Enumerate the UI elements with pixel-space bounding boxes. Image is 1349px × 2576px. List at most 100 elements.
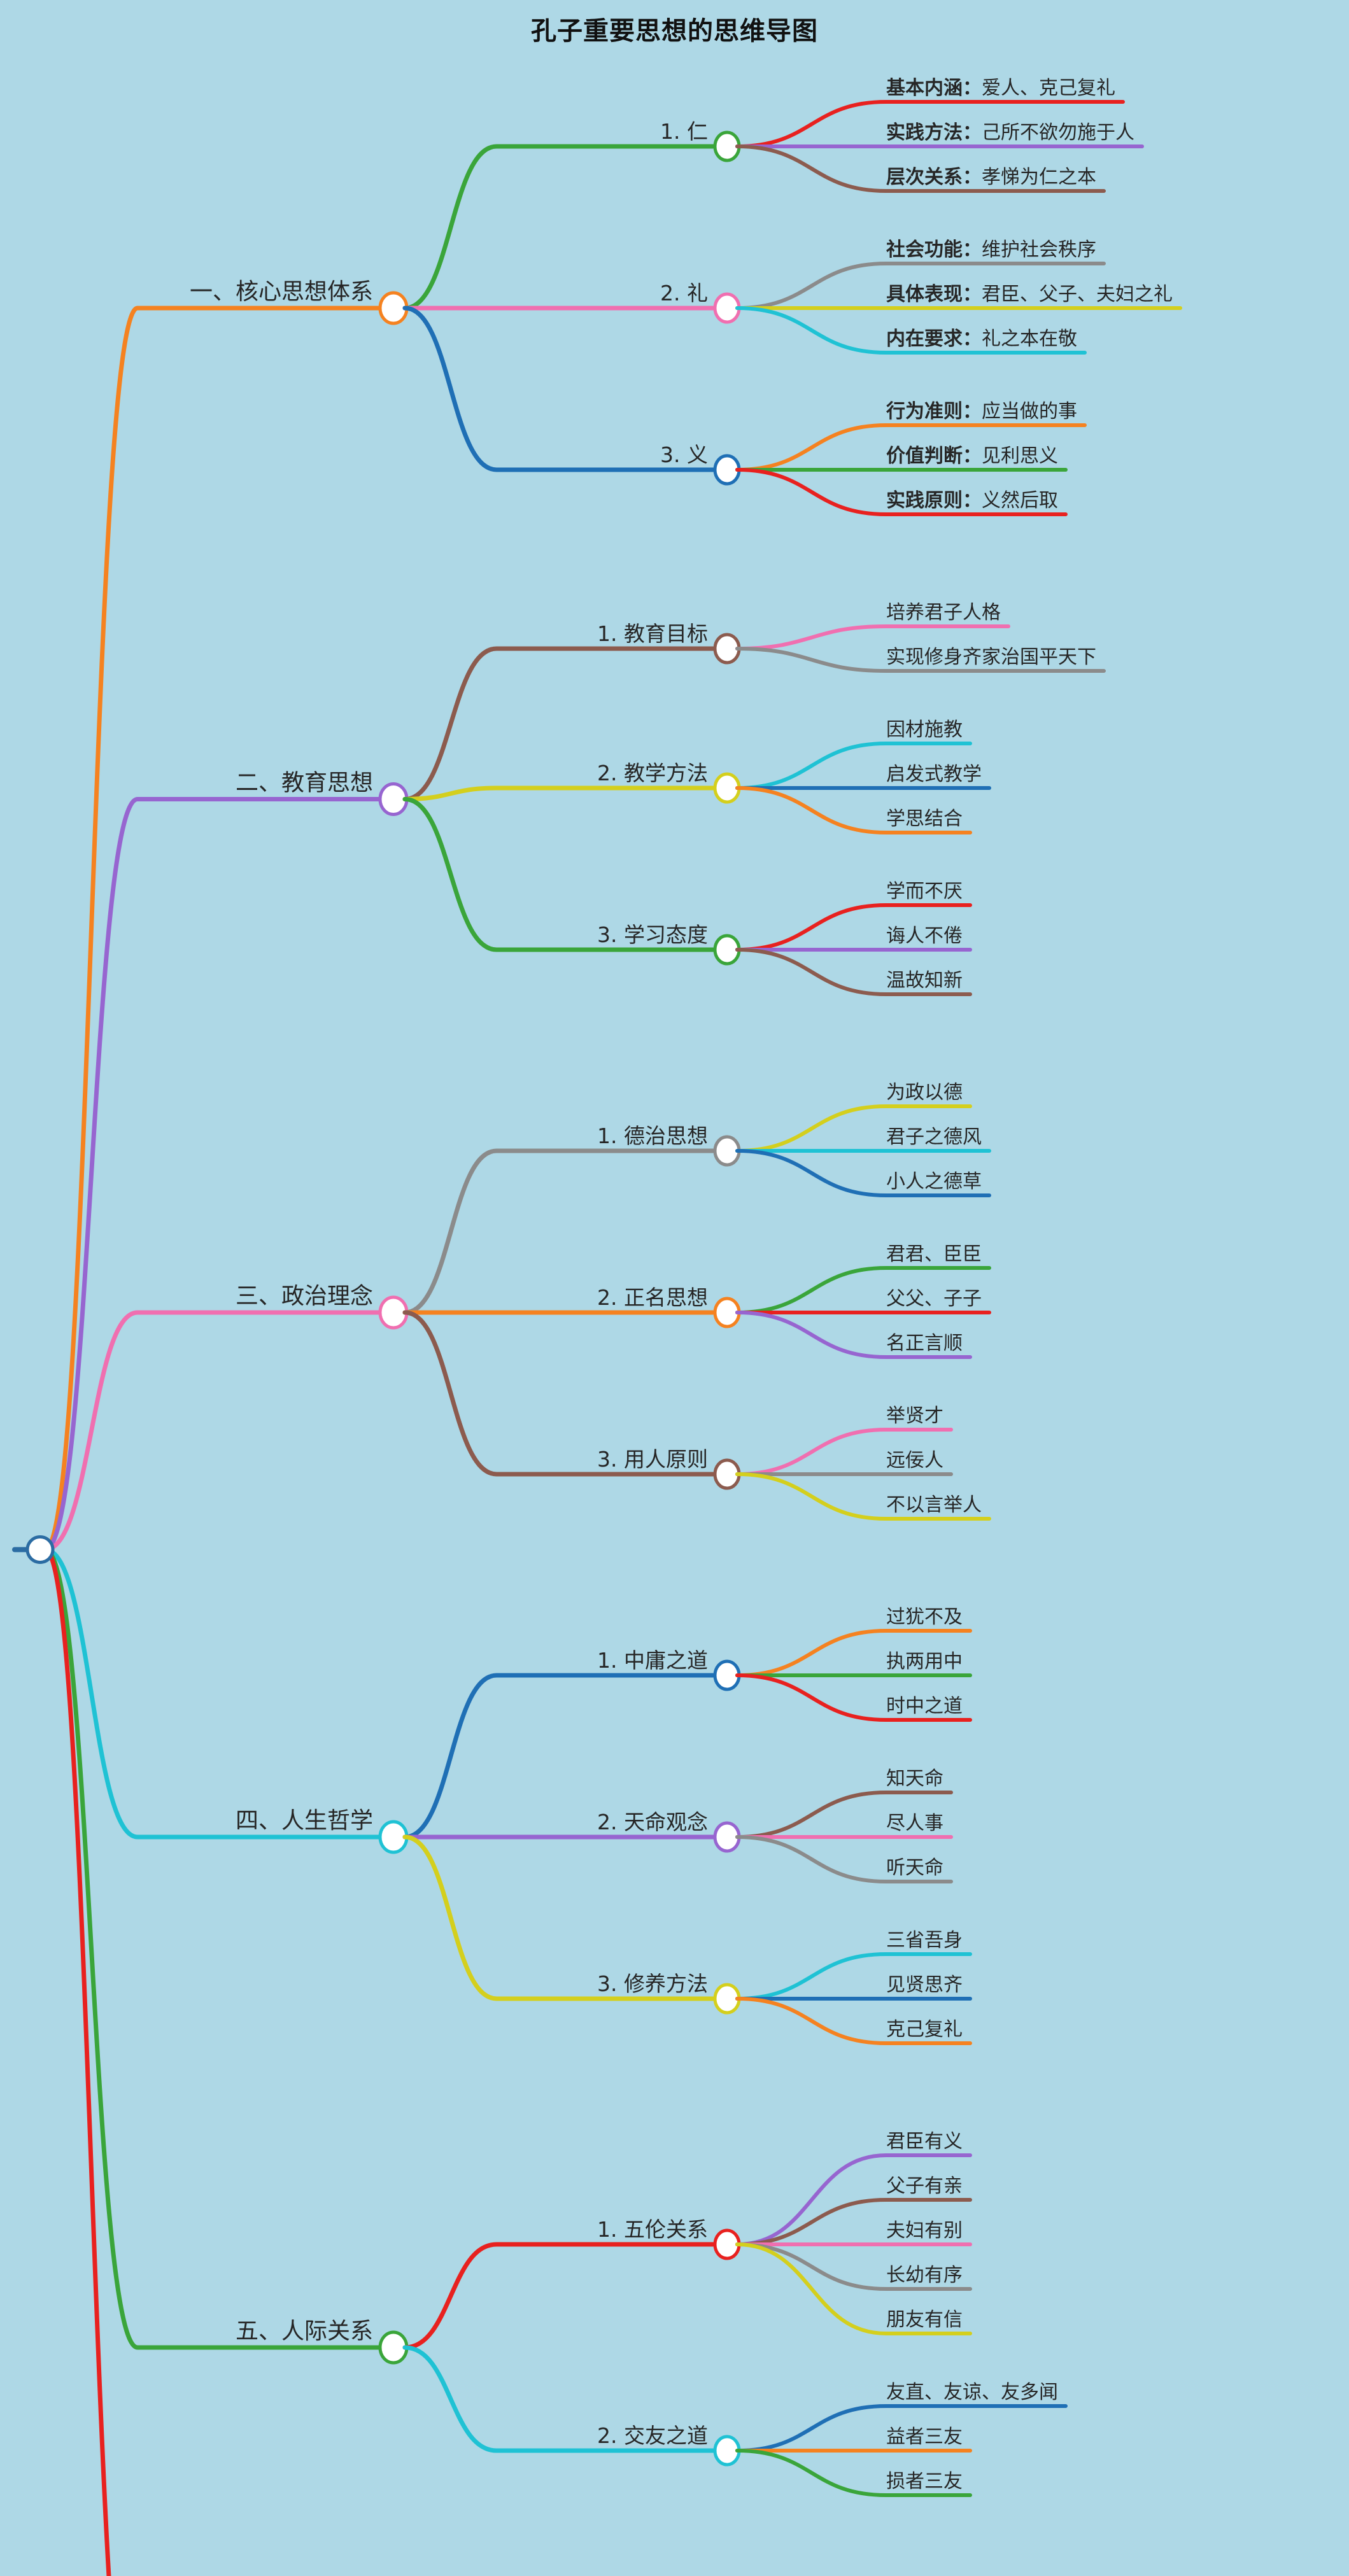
leaf-label: 远佞人: [886, 1449, 943, 1472]
leaf-key: 具体表现：: [886, 283, 982, 306]
subbranch-label: 1. 德治思想: [597, 1123, 708, 1148]
leaf-label: 培养君子人格: [886, 602, 1001, 624]
branch-label: 三、政治理念: [236, 1283, 373, 1309]
leaf-label: 听天命: [886, 1857, 943, 1879]
link-branch-to-subbranch: [402, 144, 716, 311]
link-subbranch-to-leaf: [735, 2153, 972, 2246]
leaf-label: 父子有亲: [886, 2175, 963, 2197]
leaf-value: 见利思义: [982, 445, 1058, 467]
leaf-label: 朋友有信: [886, 2309, 963, 2331]
branch-label: 一、核心思想体系: [190, 279, 373, 305]
leaf-label: 举贤才: [886, 1405, 943, 1427]
branch-label: 二、教育思想: [236, 770, 373, 796]
root-node[interactable]: [25, 1535, 55, 1564]
subbranch-label: 2. 天命观念: [597, 1810, 708, 1834]
link-branch-to-subbranch: [402, 785, 716, 801]
subbranch-label: 3. 用人原则: [597, 1447, 708, 1472]
leaf-label: 损者三友: [886, 2470, 963, 2493]
leaf-label: 益者三友: [886, 2426, 963, 2448]
link-branch-to-subbranch: [402, 306, 716, 472]
leaf-key: 价值判断：: [886, 445, 982, 467]
leaf-value: 孝悌为仁之本: [982, 166, 1096, 188]
subbranch-label: 3. 义: [660, 442, 708, 467]
leaf-value: 应当做的事: [982, 400, 1077, 423]
leaf-label: 温故知新: [886, 969, 963, 992]
leaf-label: 诲人不倦: [886, 925, 963, 947]
link-subbranch-to-leaf: [735, 468, 1068, 516]
link-subbranch-to-leaf: [735, 948, 972, 996]
link-subbranch-to-leaf: [735, 1311, 972, 1359]
subbranch-label: 2. 礼: [660, 281, 708, 306]
subbranch-label: 1. 五伦关系: [597, 2217, 708, 2242]
leaf-label: 社会功能：维护社会秩序: [886, 239, 1096, 261]
link-subbranch-to-leaf: [735, 423, 1087, 472]
link-subbranch-to-leaf: [735, 262, 1106, 310]
link-subbranch-to-leaf: [735, 624, 1010, 651]
link-branch-to-subbranch: [402, 797, 716, 952]
link-branch-to-subbranch: [402, 1834, 716, 2001]
leaf-label: 君臣有义: [886, 2130, 963, 2153]
leaf-label: 实践原则：义然后取: [886, 489, 1058, 512]
link-subbranch-to-leaf: [735, 1266, 991, 1314]
leaf-key: 层次关系：: [886, 166, 982, 188]
link-subbranch-to-leaf: [735, 1629, 972, 1677]
leaf-label: 长幼有序: [886, 2264, 963, 2286]
link-root-to-branch: [43, 1310, 382, 1552]
node-circle[interactable]: [25, 1535, 55, 1564]
link-subbranch-to-leaf: [735, 786, 972, 834]
leaf-label: 君子之德风: [886, 1126, 982, 1148]
leaf-key: 社会功能：: [886, 239, 982, 261]
leaf-label: 君君、臣臣: [886, 1243, 982, 1265]
leaf-label: 夫妇有别: [886, 2220, 963, 2242]
leaf-key: 行为准则：: [886, 400, 982, 423]
leaf-label: 名正言顺: [886, 1332, 963, 1355]
leaf-label: 具体表现：君臣、父子、夫妇之礼: [886, 283, 1173, 306]
leaf-label: 基本内涵：爱人、克己复礼: [886, 77, 1115, 99]
link-subbranch-to-leaf: [735, 1791, 953, 1839]
link-branch-to-subbranch: [402, 1148, 716, 1315]
link-subbranch-to-leaf: [735, 144, 1106, 193]
link-subbranch-to-leaf: [735, 2242, 972, 2335]
link-subbranch-to-leaf: [735, 100, 1125, 148]
link-subbranch-to-leaf: [735, 1472, 991, 1521]
leaf-label: 克己复礼: [886, 2018, 963, 2041]
link-subbranch-to-leaf: [735, 306, 1087, 355]
link-subbranch-to-leaf: [735, 742, 972, 790]
leaf-label: 为政以德: [886, 1081, 963, 1104]
link-root-to-branch: [43, 306, 382, 1552]
link-subbranch-to-leaf: [735, 1104, 972, 1153]
leaf-label: 实现修身齐家治国平天下: [886, 646, 1096, 668]
subbranch-label: 1. 仁: [660, 119, 708, 144]
link-subbranch-to-leaf: [735, 2404, 1068, 2453]
leaf-value: 礼之本在敬: [982, 328, 1077, 350]
subbranch-label: 2. 正名思想: [597, 1285, 708, 1310]
leaf-label: 学而不厌: [886, 880, 963, 903]
leaf-key: 实践原则：: [886, 489, 982, 512]
leaf-value: 义然后取: [982, 489, 1058, 512]
link-branch-to-subbranch: [402, 646, 716, 801]
leaf-label: 内在要求：礼之本在敬: [886, 328, 1077, 350]
leaf-label: 行为准则：应当做的事: [886, 400, 1077, 423]
link-root-to-branch: [43, 797, 382, 1552]
leaf-label: 小人之德草: [886, 1171, 982, 1193]
leaf-label: 知天命: [886, 1768, 943, 1790]
leaf-label: 父父、子子: [886, 1288, 982, 1310]
link-branch-to-subbranch: [402, 1310, 716, 1477]
subbranch-label: 2. 教学方法: [597, 761, 708, 785]
leaf-value: 维护社会秩序: [982, 239, 1096, 261]
link-subbranch-to-leaf: [735, 1952, 972, 2001]
leaf-key: 实践方法：: [886, 122, 982, 144]
subbranch-label: 2. 交友之道: [597, 2423, 708, 2448]
leaf-label: 友直、友谅、友多闻: [886, 2381, 1058, 2404]
leaf-label: 层次关系：孝悌为仁之本: [886, 166, 1096, 188]
leaf-label: 三省吾身: [886, 1929, 963, 1952]
link-branch-to-subbranch: [402, 2242, 716, 2350]
subbranch-label: 1. 中庸之道: [597, 1648, 708, 1673]
branch-label: 五、人际关系: [236, 2318, 373, 2344]
link-root-to-branch: [43, 1547, 111, 2576]
leaf-key: 基本内涵：: [886, 77, 982, 99]
leaf-key: 内在要求：: [886, 328, 982, 350]
leaf-label: 实践方法：己所不欲勿施于人: [886, 122, 1134, 144]
link-subbranch-to-leaf: [735, 2198, 972, 2246]
